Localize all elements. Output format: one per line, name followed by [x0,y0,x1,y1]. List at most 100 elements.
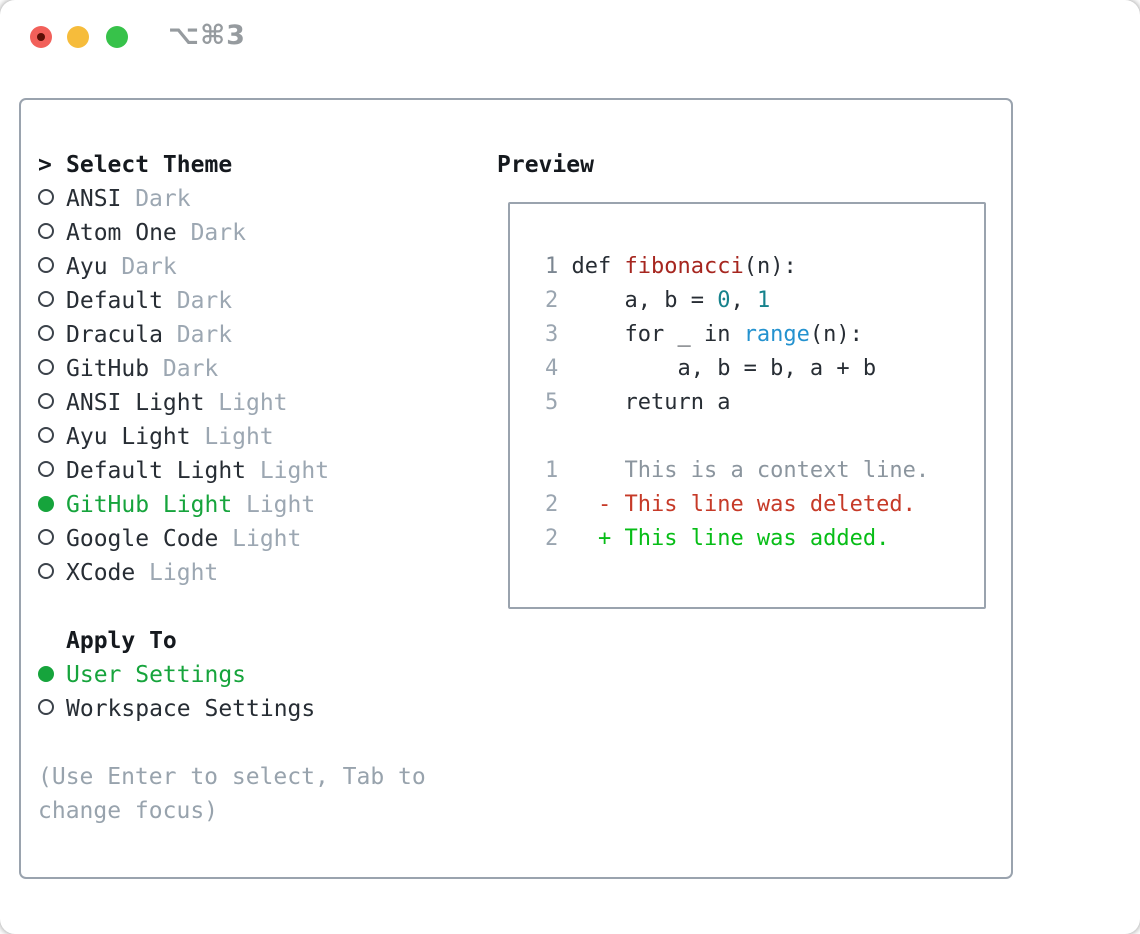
theme-tag: Light [259,458,330,484]
theme-option[interactable]: ANSI Dark [38,182,458,216]
radio-icon [38,563,54,579]
select-theme-heading: Select Theme [66,152,233,178]
theme-tag: Light [232,526,302,552]
preview-line: 1 def fibonacci(n): [545,250,974,284]
theme-tag: Dark [135,186,191,212]
marker-cell [38,522,66,556]
theme-option[interactable]: Google Code Light [38,522,458,556]
theme-tag: Dark [176,322,233,348]
code-token: 1 [756,288,771,313]
keyboard-hint: (Use Enter to select, Tab to change focu… [38,764,426,824]
apply-to-option[interactable]: Workspace Settings [38,692,458,726]
prompt-icon: > [38,152,52,178]
theme-option[interactable]: GitHub Light Light [38,488,458,522]
apply-to-option[interactable]: User Settings [38,658,458,692]
radio-icon [38,666,54,682]
preview-line: 5 return a [545,386,974,420]
theme-name: ANSI [66,186,122,212]
theme-tag: Dark [121,254,177,280]
preview-heading: Preview [497,152,594,178]
theme-name: Workspace Settings [66,696,316,722]
code-token: - This line was deleted. [571,492,916,517]
theme-name: Dracula [66,322,163,348]
preview-section: Preview 1 def fibonacci(n): 2 a, b = 0, 1… [497,148,986,609]
marker-cell [38,658,66,692]
marker-cell [38,454,66,488]
theme-tag: Light [245,492,316,518]
line-number: 1 [545,254,559,279]
theme-name: GitHub Light [66,492,233,518]
radio-icon [38,325,54,341]
code-token: a, b = [571,288,718,313]
theme-option[interactable]: Dracula Dark [38,318,458,352]
theme-tag: Dark [176,288,233,314]
theme-tag: Dark [162,356,219,382]
code-token: range [743,322,810,347]
marker-cell [38,182,66,216]
code-token: This is a context line. [571,458,930,483]
theme-name: User Settings [66,662,247,688]
preview-line [545,420,974,454]
code-token: for _ in [571,322,744,347]
marker-cell [38,386,66,420]
theme-name: Google Code [66,526,219,552]
code-token: 0 [717,288,731,313]
preview-box: 1 def fibonacci(n): 2 a, b = 0, 1 3 for _ … [508,202,986,609]
radio-icon [38,461,54,477]
radio-icon [38,189,54,205]
theme-tag: Light [218,390,288,416]
minimize-button[interactable] [67,26,89,48]
radio-icon [38,699,54,715]
theme-name: Default [66,288,163,314]
close-button[interactable] [30,26,52,48]
line-number: 2 [545,526,559,551]
spacer [38,590,458,624]
select-theme-heading-row: > Select Theme [38,148,458,182]
code-token: (n): [809,322,863,347]
theme-name: XCode [66,560,136,586]
line-number: 5 [545,390,559,415]
line-number: 4 [545,356,559,381]
radio-icon [38,359,54,375]
apply-to-heading: Apply To [66,628,177,654]
line-number: 1 [545,458,559,483]
line-number: 3 [545,322,559,347]
code-token: , [730,288,757,313]
zoom-button[interactable] [106,26,128,48]
theme-name: Ayu Light [66,424,191,450]
preview-line: 1 This is a context line. [545,454,974,488]
code-token: (n): [743,254,797,279]
marker-cell [38,250,66,284]
marker-cell [38,216,66,250]
window-title: ⌥⌘3 [168,20,246,51]
radio-icon [38,496,54,512]
theme-option[interactable]: GitHub Dark [38,352,458,386]
radio-icon [38,257,54,273]
marker-cell [38,692,66,726]
marker-cell [38,556,66,590]
titlebar: ⌥⌘3 [0,0,1140,75]
radio-icon [38,291,54,307]
theme-tag: Light [149,560,219,586]
theme-tag: Dark [190,220,246,246]
theme-option[interactable]: XCode Light [38,556,458,590]
apply-to-heading-row: Apply To [38,624,458,658]
radio-icon [38,223,54,239]
code-token: fibonacci [624,254,744,279]
marker-cell [38,352,66,386]
preview-line: 4 a, b = b, a + b [545,352,974,386]
theme-option[interactable]: Default Dark [38,284,458,318]
radio-icon [38,427,54,443]
radio-icon [38,529,54,545]
theme-name: GitHub [66,356,150,382]
preview-line: 2 - This line was deleted. [545,488,974,522]
